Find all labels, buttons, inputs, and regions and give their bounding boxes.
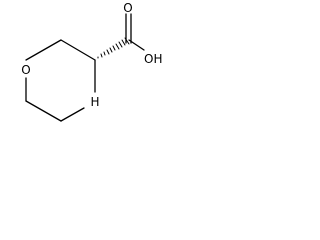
bond-c-oh (128, 39, 145, 51)
ring-oxygen-label: O (21, 63, 30, 77)
bond-n4-c5 (60, 107, 85, 122)
bond-c2-c3 (60, 39, 96, 61)
bond-o-c2 (25, 39, 62, 61)
ring-nitrogen-label: H (90, 95, 99, 109)
chemical-structure: O H O OH (21, 1, 162, 122)
hashed-wedge-bond (97, 37, 130, 59)
bond-c5-c6 (25, 100, 62, 122)
carbonyl-oxygen-label: O (123, 1, 132, 15)
hydroxyl-label: OH (144, 52, 162, 66)
